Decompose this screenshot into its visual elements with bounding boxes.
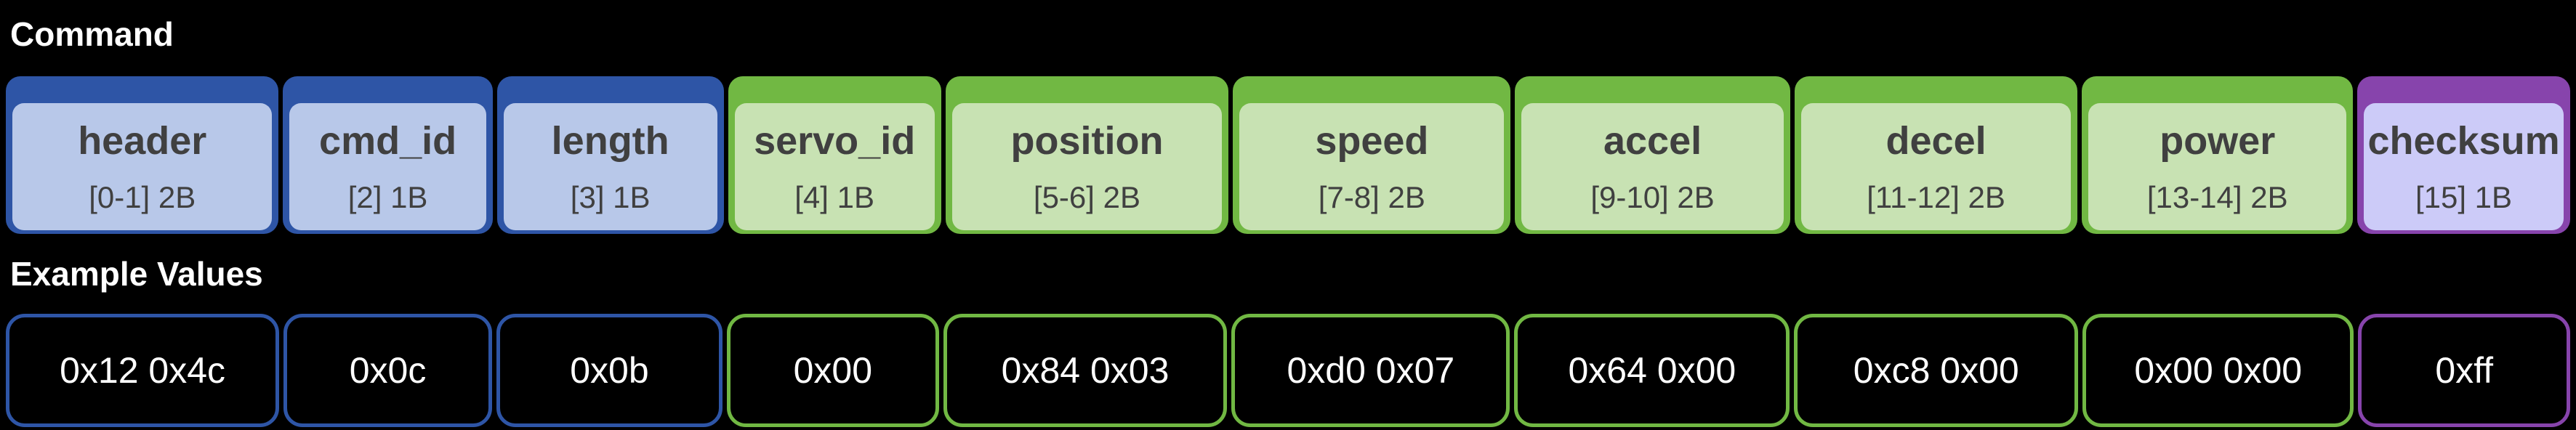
field-bytes-label: [0-1] 2B [89, 179, 196, 214]
field-body-speed: speed [7-8] 2B [1239, 103, 1505, 230]
field-servo_id: servo_id [4] 1B [728, 76, 941, 234]
field-length: length [3] 1B [496, 76, 724, 234]
command-fields-row: header [0-1] 2B cmd_id [2] 1B length [3] 1B se… [0, 76, 2576, 234]
field-power: power [13-14] 2B [2082, 76, 2354, 234]
field-body-decel: decel [11-12] 2B [1800, 103, 2072, 230]
example-values-title: Example Values [10, 255, 263, 293]
field-name-label: cmd_id [319, 119, 457, 163]
field-accel: accel [9-10] 2B [1515, 76, 1790, 234]
field-bytes-label: [11-12] 2B [1867, 179, 2005, 214]
field-name-label: decel [1885, 119, 1987, 163]
field-checksum: checksum [15] 1B [2357, 76, 2570, 234]
value-text: 0x84 0x03 [1001, 350, 1170, 391]
field-body-cmd_id: cmd_id [2] 1B [289, 103, 486, 230]
field-cmd_id: cmd_id [2] 1B [283, 76, 493, 234]
value-text: 0xff [2435, 350, 2494, 391]
value-accel: 0x64 0x00 [1514, 314, 1790, 427]
value-text: 0x12 0x4c [60, 350, 226, 391]
field-body-header: header [0-1] 2B [12, 103, 273, 230]
field-body-power: power [13-14] 2B [2088, 103, 2347, 230]
command-section-title: Command [10, 15, 174, 53]
field-name-label: checksum [2367, 119, 2560, 163]
value-position: 0x84 0x03 [943, 314, 1228, 427]
field-bytes-label: [13-14] 2B [2146, 179, 2288, 214]
field-bytes-label: [15] 1B [2415, 179, 2513, 214]
field-bytes-label: [2] 1B [347, 179, 428, 214]
field-body-accel: accel [9-10] 2B [1521, 103, 1784, 230]
field-body-position: position [5-6] 2B [951, 103, 1223, 230]
field-name-label: accel [1603, 119, 1702, 163]
value-text: 0x00 [793, 350, 873, 391]
field-bytes-label: [9-10] 2B [1590, 179, 1715, 214]
value-servo_id: 0x00 [727, 314, 939, 427]
value-cmd_id: 0x0c [283, 314, 492, 427]
value-speed: 0xd0 0x07 [1231, 314, 1510, 427]
field-name-label: position [1010, 119, 1164, 163]
field-header: header [0-1] 2B [6, 76, 279, 234]
field-position: position [5-6] 2B [945, 76, 1229, 234]
value-checksum: 0xff [2358, 314, 2571, 427]
field-name-label: header [78, 119, 207, 163]
field-name-label: power [2160, 119, 2276, 163]
field-bytes-label: [5-6] 2B [1033, 179, 1140, 214]
field-name-label: speed [1315, 119, 1429, 163]
value-text: 0x0c [349, 350, 427, 391]
value-header: 0x12 0x4c [6, 314, 280, 427]
value-text: 0x64 0x00 [1568, 350, 1736, 391]
value-length: 0x0b [496, 314, 723, 427]
field-bytes-label: [3] 1B [570, 179, 651, 214]
value-decel: 0xc8 0x00 [1794, 314, 2079, 427]
field-speed: speed [7-8] 2B [1233, 76, 1511, 234]
field-bytes-label: [4] 1B [794, 179, 874, 214]
field-name-label: servo_id [754, 119, 916, 163]
field-body-servo_id: servo_id [4] 1B [734, 103, 935, 230]
value-text: 0x0b [570, 350, 649, 391]
field-bytes-label: [7-8] 2B [1318, 179, 1425, 214]
value-text: 0xc8 0x00 [1853, 350, 2019, 391]
field-decel: decel [11-12] 2B [1794, 76, 2078, 234]
value-text: 0x00 0x00 [2134, 350, 2303, 391]
field-body-checksum: checksum [15] 1B [2364, 103, 2564, 230]
value-text: 0xd0 0x07 [1287, 350, 1455, 391]
example-values-row: 0x12 0x4c 0x0c 0x0b 0x00 0x84 0x03 0xd0 0x07 0… [0, 314, 2576, 427]
value-power: 0x00 0x00 [2082, 314, 2354, 427]
field-name-label: length [551, 119, 669, 163]
field-body-length: length [3] 1B [503, 103, 717, 230]
